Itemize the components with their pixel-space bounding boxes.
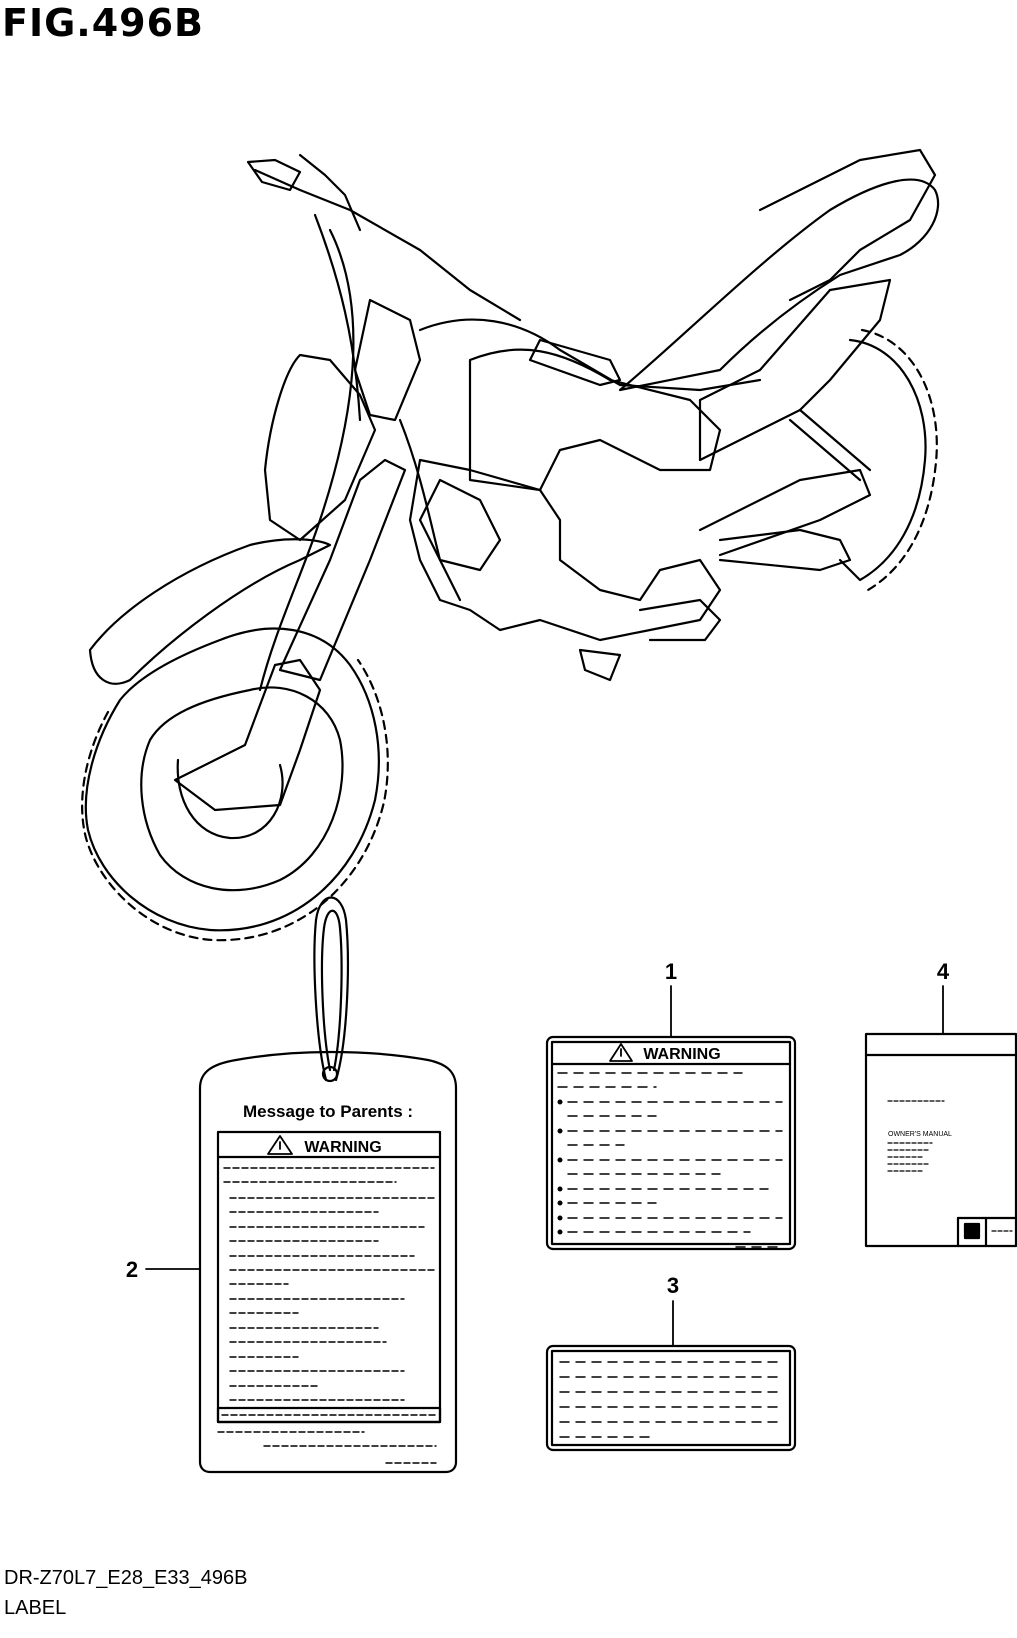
section-label: LABEL: [4, 1597, 67, 1619]
tag-warning-box: [216, 1130, 442, 1424]
label-1-warning-label: [545, 1035, 797, 1251]
suzuki-logo-icon: [963, 1222, 981, 1240]
engine: [408, 458, 722, 642]
label-3-inner: [550, 1349, 792, 1447]
label-3-info-label: [545, 1344, 797, 1452]
seat: [618, 178, 940, 392]
front-brake-disc: [176, 758, 284, 840]
leader-lines: [145, 985, 944, 1347]
side-cover: [698, 278, 892, 462]
front-tire-knobs: [81, 658, 389, 942]
main-frame: [418, 318, 762, 392]
swingarm: [698, 468, 872, 557]
label-1-inner: [550, 1040, 792, 1246]
callout-3: 3: [667, 1273, 679, 1298]
label-1-bullets: [557, 1099, 563, 1235]
callout-1: 1: [665, 959, 677, 984]
steering-head: [353, 298, 422, 422]
front-fork: [278, 458, 407, 682]
figure-title: FIG.496B: [2, 1, 205, 45]
label-1-outer: [545, 1035, 797, 1251]
manual-text-lines: [887, 1100, 1013, 1232]
clutch-lever: [298, 153, 362, 232]
model-code: DR-Z70L7_E28_E33_496B: [4, 1567, 248, 1589]
tag-loop-inner: [320, 909, 343, 1072]
exhaust-pipe: [718, 528, 852, 572]
label-3-text-lines: [559, 1361, 781, 1438]
tag-loop: [313, 896, 349, 1082]
label-2-hang-tag: [198, 896, 458, 1474]
rear-tire-knobs: [860, 328, 938, 592]
engine-cylinder: [418, 478, 502, 572]
footpeg: [578, 648, 622, 682]
front-fender: [88, 538, 332, 685]
callout-4: 4: [937, 959, 950, 984]
tag-text-lines: [217, 1167, 437, 1464]
tag-heading: Message to Parents :: [243, 1102, 413, 1121]
kickstarter: [638, 598, 722, 642]
left-grip: [246, 158, 302, 192]
handlebar: [253, 168, 522, 322]
tag-body: [198, 1050, 458, 1474]
front-rim: [140, 686, 344, 892]
right-grip: [528, 338, 622, 387]
front-tire: [84, 627, 380, 932]
warning-triangle-icon: [267, 1135, 293, 1155]
fuel-tank: [468, 348, 722, 492]
fork-guard: [173, 658, 322, 812]
frame-downtube: [398, 418, 462, 602]
warning-triangle-icon-2: [609, 1043, 633, 1062]
manual-title: OWNER'S MANUAL: [888, 1131, 952, 1138]
tag-hole: [321, 1065, 339, 1083]
rear-fender: [758, 148, 937, 302]
number-plate: [263, 353, 377, 542]
label-3-outer: [545, 1344, 797, 1452]
motorcycle-drawing: [81, 148, 940, 942]
manual-cover: [864, 1032, 1017, 1248]
shock-absorber: [788, 408, 872, 482]
rear-tire: [838, 338, 927, 582]
brake-cable: [258, 228, 355, 692]
item-4-owners-manual: [864, 1032, 1017, 1248]
label-1-text-lines: [557, 1072, 783, 1248]
callout-2: 2: [126, 1257, 138, 1282]
label-1-warning-word: WARNING: [643, 1046, 720, 1063]
throttle-cable: [313, 213, 362, 422]
tag-warning-word: WARNING: [304, 1139, 381, 1156]
